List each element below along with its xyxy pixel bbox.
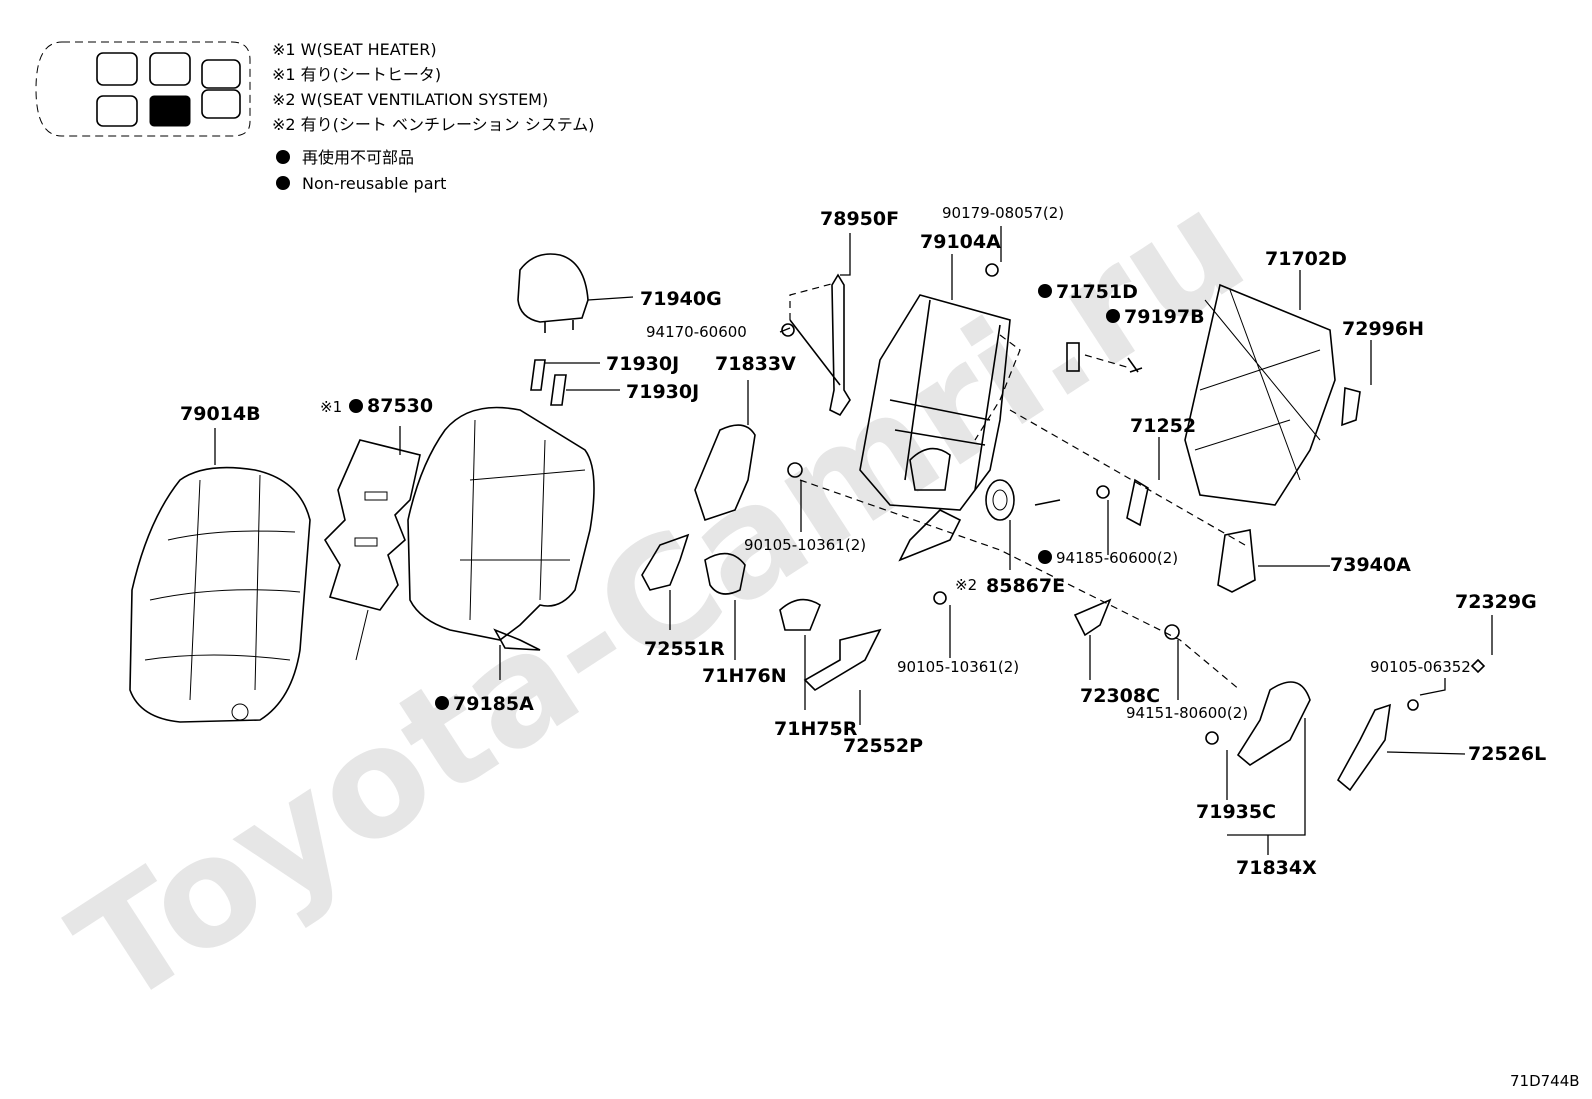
part-label-71751D: 71751D [1056, 281, 1138, 303]
legend-line-4: ※2 有り(シート ベンチレーション システム) [272, 115, 595, 134]
seat-heater-drawing [323, 439, 421, 661]
nonreusable-dot-icon [1038, 284, 1052, 298]
headrest-drawing [517, 253, 589, 333]
nonreusable-dot-icon [349, 399, 363, 413]
part-label-87530: 87530 [367, 395, 433, 417]
legend-line-2: ※1 有り(シートヒータ) [272, 65, 441, 84]
part-label-79197B: 79197B [1124, 306, 1205, 328]
seat-box-r1c1 [96, 52, 138, 86]
seat-box-r2c3 [201, 89, 241, 119]
part-label-90105-10361-b: 90105-10361(2) [897, 658, 1019, 676]
bolt-icon [787, 462, 803, 478]
nut-icon [1164, 624, 1180, 640]
seat-box-r1c3 [201, 59, 241, 89]
nut-icon [1096, 485, 1110, 499]
part-label-71930J-b: 71930J [626, 381, 699, 403]
nonreusable-dot-icon [1106, 309, 1120, 323]
lock-drawing [1073, 598, 1112, 637]
part-label-71H76N: 71H76N [702, 665, 787, 687]
knob-cover-drawing [779, 598, 821, 631]
hinge-drawing [1126, 478, 1149, 527]
screw-drawing [1127, 357, 1143, 373]
nonreusable-dot-icon [435, 696, 449, 710]
nut-icon [985, 263, 999, 277]
part-label-72551R: 72551R [644, 638, 725, 660]
recliner-cover-drawing [1236, 681, 1311, 766]
part-label-72308C: 72308C [1080, 685, 1160, 707]
side-pad-drawing [694, 424, 756, 522]
knob-drawing [704, 552, 746, 595]
part-label-94170-60600: 94170-60600 [646, 323, 747, 341]
legend-nonreusable-en: Non-reusable part [302, 174, 446, 193]
legend-line-3: ※2 W(SEAT VENTILATION SYSTEM) [272, 90, 548, 109]
seat-frame-drawing [859, 294, 1011, 562]
nonreusable-dot-icon [276, 176, 290, 190]
screw-icon [1407, 699, 1419, 711]
seat-position-legend [35, 41, 251, 137]
part-label-79014B: 79014B [180, 403, 261, 425]
part-label-90105-06352: 90105-06352 [1370, 658, 1471, 676]
figure-code: 71D744B [1510, 1072, 1580, 1090]
part-label-71833V: 71833V [715, 353, 796, 375]
bracket-drawing [781, 273, 851, 417]
legend-nonreusable-jp: 再使用不可部品 [302, 148, 414, 167]
part-label-72996H: 72996H [1342, 318, 1424, 340]
bolt-icon [933, 591, 947, 605]
part-label-90179-08057: 90179-08057(2) [942, 204, 1064, 222]
cap-drawing [1205, 731, 1219, 745]
part-label-71252: 71252 [1130, 415, 1196, 437]
seatback-cover-drawing [129, 466, 311, 723]
part-label-71834X: 71834X [1236, 857, 1317, 879]
seat-box-r1c2 [149, 52, 191, 86]
armrest-drawing [1217, 529, 1256, 593]
part-label-71935C: 71935C [1196, 801, 1276, 823]
part-label-78950F: 78950F [820, 208, 899, 230]
part-label-85867E: 85867E [986, 575, 1065, 597]
seat-box-highlighted [149, 95, 191, 127]
part-label-94185-60600: 94185-60600(2) [1056, 549, 1178, 567]
seat-box-r2c1 [96, 95, 138, 127]
nonreusable-dot-icon [1038, 550, 1052, 564]
part-label-72552P: 72552P [843, 735, 923, 757]
part-label-73940A: 73940A [1330, 554, 1411, 576]
part-label-72329G: 72329G [1455, 591, 1537, 613]
clip-drawing [1341, 386, 1361, 427]
cover-bracket-drawing [641, 533, 690, 591]
legend-line-1: ※1 W(SEAT HEATER) [272, 40, 437, 59]
back-board-drawing [1184, 283, 1336, 506]
screw-icon [1470, 658, 1486, 674]
part-label-85867E-prefix: ※2 [955, 576, 977, 594]
fan-drawing [985, 479, 1061, 521]
part-label-71702D: 71702D [1265, 248, 1347, 270]
part-label-90105-10361-a: 90105-10361(2) [744, 536, 866, 554]
part-label-71940G: 71940G [640, 288, 722, 310]
seatback-pad-drawing [407, 406, 595, 651]
part-label-94151-80600: 94151-80600(2) [1126, 704, 1248, 722]
clamp-drawing [1066, 342, 1080, 372]
part-label-79104A: 79104A [920, 231, 1001, 253]
nonreusable-dot-icon [276, 150, 290, 164]
side-cover-drawing [1336, 703, 1391, 792]
headrest-support-drawing [530, 359, 567, 406]
lever-cover-drawing [803, 628, 882, 692]
part-label-87530-prefix: ※1 [320, 398, 342, 416]
part-label-72526L: 72526L [1468, 743, 1546, 765]
part-label-71930J-a: 71930J [606, 353, 679, 375]
part-label-79185A: 79185A [453, 693, 534, 715]
part-label-71H75R: 71H75R [774, 718, 858, 740]
